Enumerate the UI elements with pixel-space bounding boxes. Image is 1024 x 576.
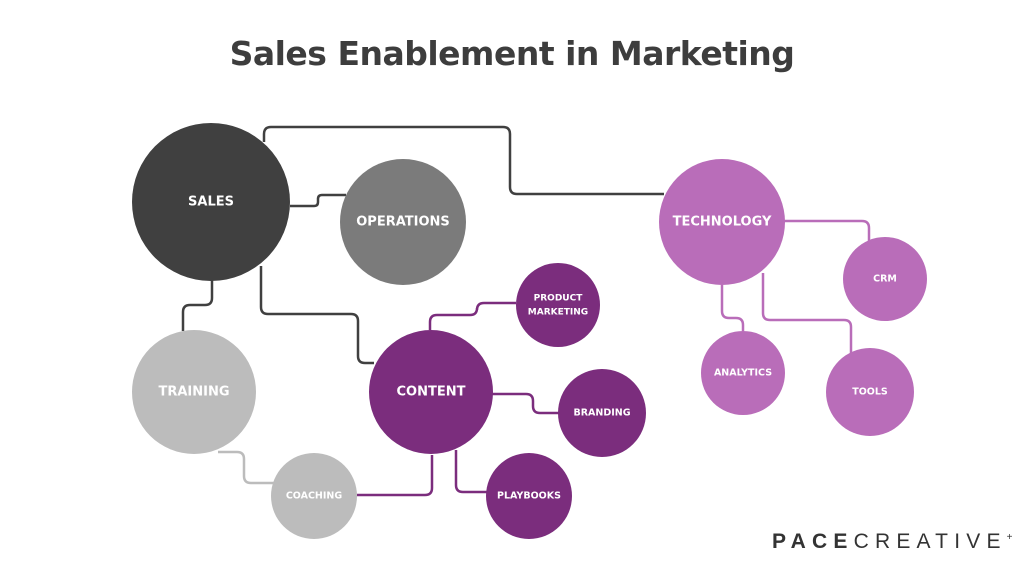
node-operations: OPERATIONS — [340, 159, 466, 285]
page-title: Sales Enablement in Marketing — [229, 34, 795, 73]
logo-creative-text: CREATIVE — [853, 530, 1007, 553]
node-product-marketing-label-line1: PRODUCT — [534, 294, 584, 304]
connector-technology-crm — [782, 219, 871, 243]
node-technology: TECHNOLOGY — [659, 159, 785, 285]
node-crm-label: CRM — [873, 274, 897, 285]
node-technology-label: TECHNOLOGY — [673, 215, 772, 230]
node-branding-label: BRANDING — [573, 408, 630, 419]
node-product-marketing: PRODUCT MARKETING — [516, 263, 600, 347]
node-training: TRAINING — [132, 330, 256, 454]
connector-content-coaching — [357, 455, 434, 497]
connector-content-branding — [492, 392, 560, 415]
node-branding: BRANDING — [558, 369, 646, 457]
connector-content-playbooks — [454, 450, 487, 494]
connector-content-product-marketing — [428, 301, 516, 330]
connector-sales-training — [181, 278, 214, 331]
logo-pace-text: PACE — [772, 530, 854, 553]
node-operations-label: OPERATIONS — [356, 215, 450, 230]
node-training-label: TRAINING — [158, 385, 229, 400]
node-playbooks-label: PLAYBOOKS — [497, 491, 561, 502]
node-analytics-label: ANALYTICS — [714, 368, 772, 379]
node-coaching-label: COACHING — [286, 491, 343, 502]
node-sales: SALES — [132, 123, 290, 281]
node-tools-label: TOOLS — [852, 387, 888, 398]
node-playbooks: PLAYBOOKS — [486, 453, 572, 539]
connector-technology-tools — [761, 273, 853, 354]
pace-creative-logo: PACECREATIVE+ — [772, 530, 1013, 554]
node-product-marketing-label-line2: MARKETING — [528, 308, 588, 318]
node-content: CONTENT — [369, 330, 493, 454]
connector-training-coaching — [218, 450, 274, 485]
node-sales-label: SALES — [188, 195, 234, 210]
connector-sales-technology — [262, 125, 664, 196]
node-content-label: CONTENT — [397, 385, 466, 400]
logo-plus-mark: + — [1006, 532, 1013, 543]
node-crm: CRM — [843, 237, 927, 321]
node-tools: TOOLS — [826, 348, 914, 436]
node-coaching: COACHING — [271, 453, 357, 539]
connector-sales-operations — [290, 193, 346, 208]
connector-technology-analytics — [720, 285, 745, 331]
connector-sales-content — [259, 266, 374, 365]
node-analytics: ANALYTICS — [701, 331, 785, 415]
